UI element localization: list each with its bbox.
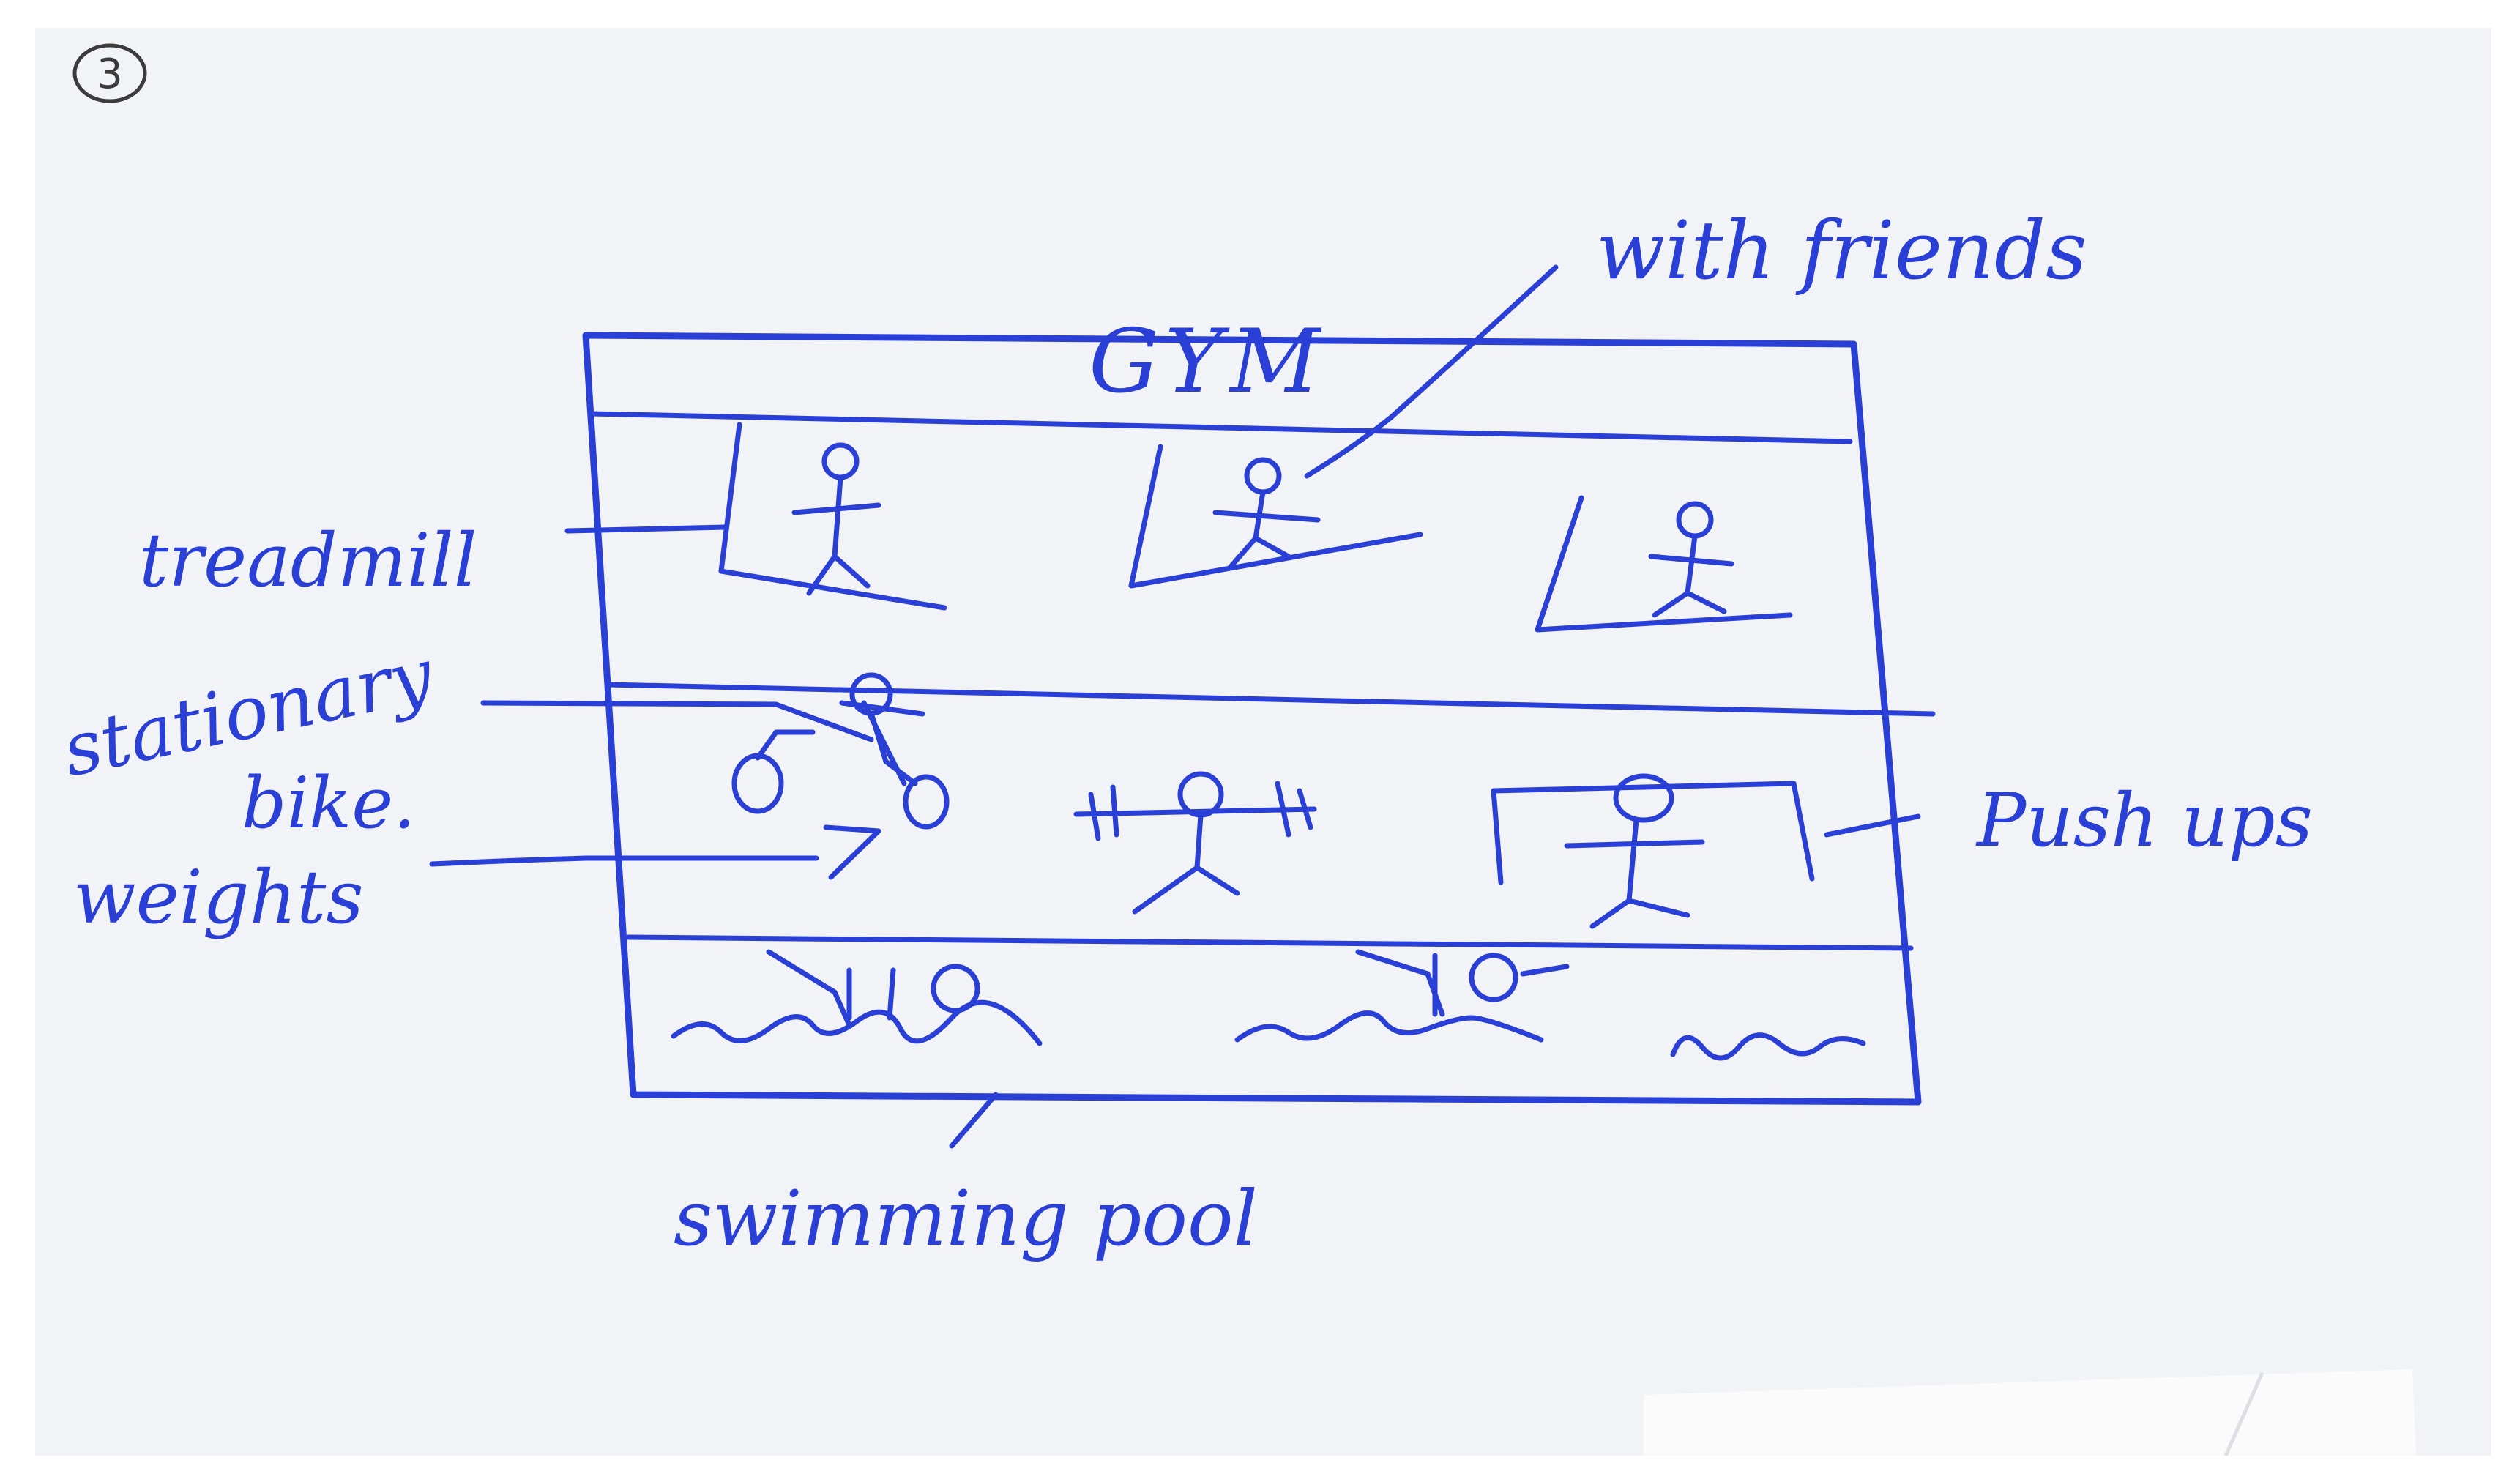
stationary-bike-drawing [731, 672, 950, 880]
fold-crease [2223, 1371, 2264, 1457]
swimmer-2 [1234, 949, 1570, 1043]
weightlifter-drawing [1073, 771, 1317, 915]
treadmill-row [718, 422, 1793, 633]
exercise-row [731, 672, 1815, 929]
page-number: 3 [97, 51, 123, 98]
treadmill-leader [564, 524, 728, 534]
swimming-pool-leader [949, 1092, 999, 1149]
label-push-ups: Push ups [1975, 778, 2313, 863]
gym-title: GYM [1089, 311, 1327, 413]
labels: with friends treadmill stationary bike. … [56, 204, 2313, 1263]
gym-box-outline [582, 332, 1922, 1106]
stationary-bike-leader [480, 700, 874, 742]
waves [1670, 1032, 1866, 1061]
treadmill-2 [1128, 444, 1423, 589]
with-friends-leader [1304, 264, 1559, 479]
annotation-lines [429, 264, 1921, 1149]
label-swimming-pool: swimming pool [674, 1174, 1258, 1263]
push-ups-leader [1824, 813, 1921, 838]
gym-middle-divider [605, 682, 1936, 717]
gym-box: GYM [582, 311, 1936, 1106]
paper-background [35, 28, 2491, 1456]
treadmill-3 [1535, 495, 1793, 633]
page-number-marker: 3 [72, 43, 147, 103]
swimmer-1 [671, 949, 1043, 1046]
label-treadmill: treadmill [139, 518, 477, 603]
label-bike: bike. [242, 762, 416, 844]
push-up-bar-drawing [1491, 773, 1815, 929]
label-weights: weights [73, 854, 364, 940]
swimming-row [671, 949, 1866, 1061]
folded-corner [1644, 1369, 2416, 1456]
treadmill-1 [718, 422, 947, 611]
weights-leader [429, 855, 819, 867]
gym-lower-divider [625, 934, 1914, 951]
label-with-friends: with friends [1596, 204, 2087, 297]
page-number-circle [72, 43, 147, 103]
gym-header-divider [589, 411, 1853, 444]
